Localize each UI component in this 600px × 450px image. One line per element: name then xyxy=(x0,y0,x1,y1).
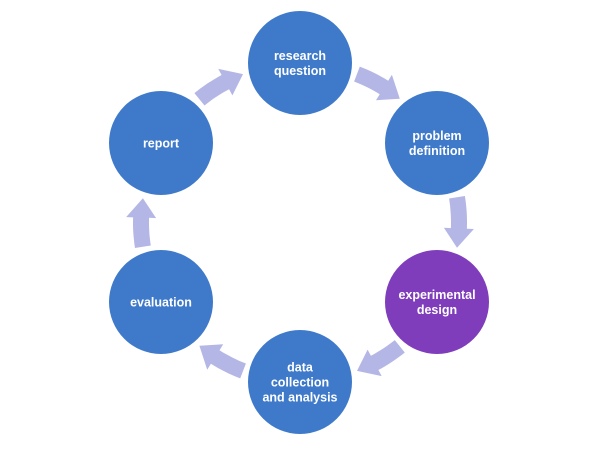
node-label: question xyxy=(274,64,326,78)
node-circle xyxy=(248,11,352,115)
node-circle xyxy=(248,330,352,434)
node-label: design xyxy=(417,303,457,317)
arrow-problem-definition-to-experimental-design xyxy=(443,196,474,248)
node-label: experimental xyxy=(398,288,475,302)
arrows-layer xyxy=(126,66,474,379)
node-circle xyxy=(385,91,489,195)
arrow-experimental-design-to-data-collection-and-analysis xyxy=(357,340,405,377)
arrow-research-question-to-problem-definition xyxy=(354,66,400,101)
node-circle xyxy=(109,250,213,354)
node-label: research xyxy=(274,49,326,63)
node-circle xyxy=(385,250,489,354)
node-report: report xyxy=(109,91,213,195)
node-label: definition xyxy=(409,144,465,158)
node-label: collection xyxy=(271,376,329,390)
node-label: data xyxy=(287,361,314,375)
node-label: problem xyxy=(412,129,461,143)
node-evaluation: evaluation xyxy=(109,250,213,354)
node-label: report xyxy=(143,137,180,151)
node-label: evaluation xyxy=(130,296,192,310)
node-label: and analysis xyxy=(262,391,337,405)
node-circle xyxy=(109,91,213,195)
arrow-evaluation-to-report xyxy=(126,198,157,248)
arrow-data-collection-and-analysis-to-evaluation xyxy=(199,344,246,379)
arrow-report-to-research-question xyxy=(194,68,243,106)
